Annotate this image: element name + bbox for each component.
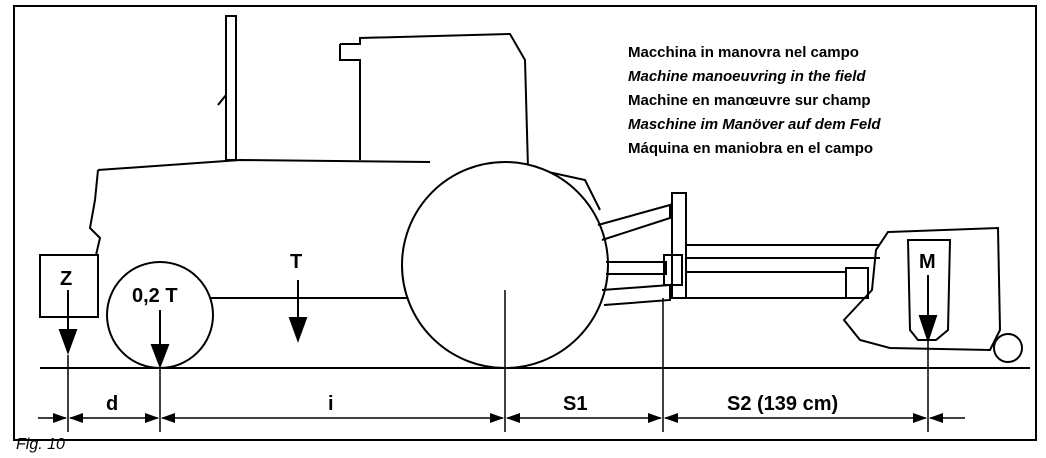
figure-frame: [13, 5, 1037, 441]
caption-line-english: Machine manoeuvring in the field: [628, 68, 866, 85]
dimension-extension-lines: [67, 290, 929, 432]
load-arrows: [58, 275, 938, 369]
caption-line-spanish: Máquina en maniobra en el campo: [628, 140, 873, 157]
caption-line-italian: Macchina in manovra nel campo: [628, 44, 859, 61]
figure-label: Fig. 10: [16, 436, 65, 453]
dimension-label-d: d: [106, 393, 118, 415]
load-label-front-axle: 0,2 T: [132, 285, 178, 307]
arrow-front-axle-icon: [150, 344, 170, 369]
caption-line-german: Maschine im Manöver auf dem Feld: [628, 116, 881, 133]
arrow-tractor-icon: [288, 317, 308, 343]
mulcher-silhouette: [842, 226, 1023, 363]
caption-block: Macchina in manovra nel campo Machine ma…: [628, 44, 881, 157]
load-label-z: Z: [60, 268, 72, 290]
dimension-label-i: i: [328, 393, 334, 415]
tractor-silhouette: [88, 15, 601, 299]
arrow-machine-icon: [918, 315, 938, 344]
caption-line-french: Machine en manœuvre sur champ: [628, 92, 871, 109]
dimension-label-s2: S2 (139 cm): [727, 393, 838, 415]
load-label-tractor: T: [290, 251, 302, 273]
hitch-arm: [597, 192, 880, 306]
dimension-label-s1: S1: [563, 393, 587, 415]
load-label-machine: M: [919, 251, 936, 273]
arrow-z-icon: [58, 329, 78, 355]
